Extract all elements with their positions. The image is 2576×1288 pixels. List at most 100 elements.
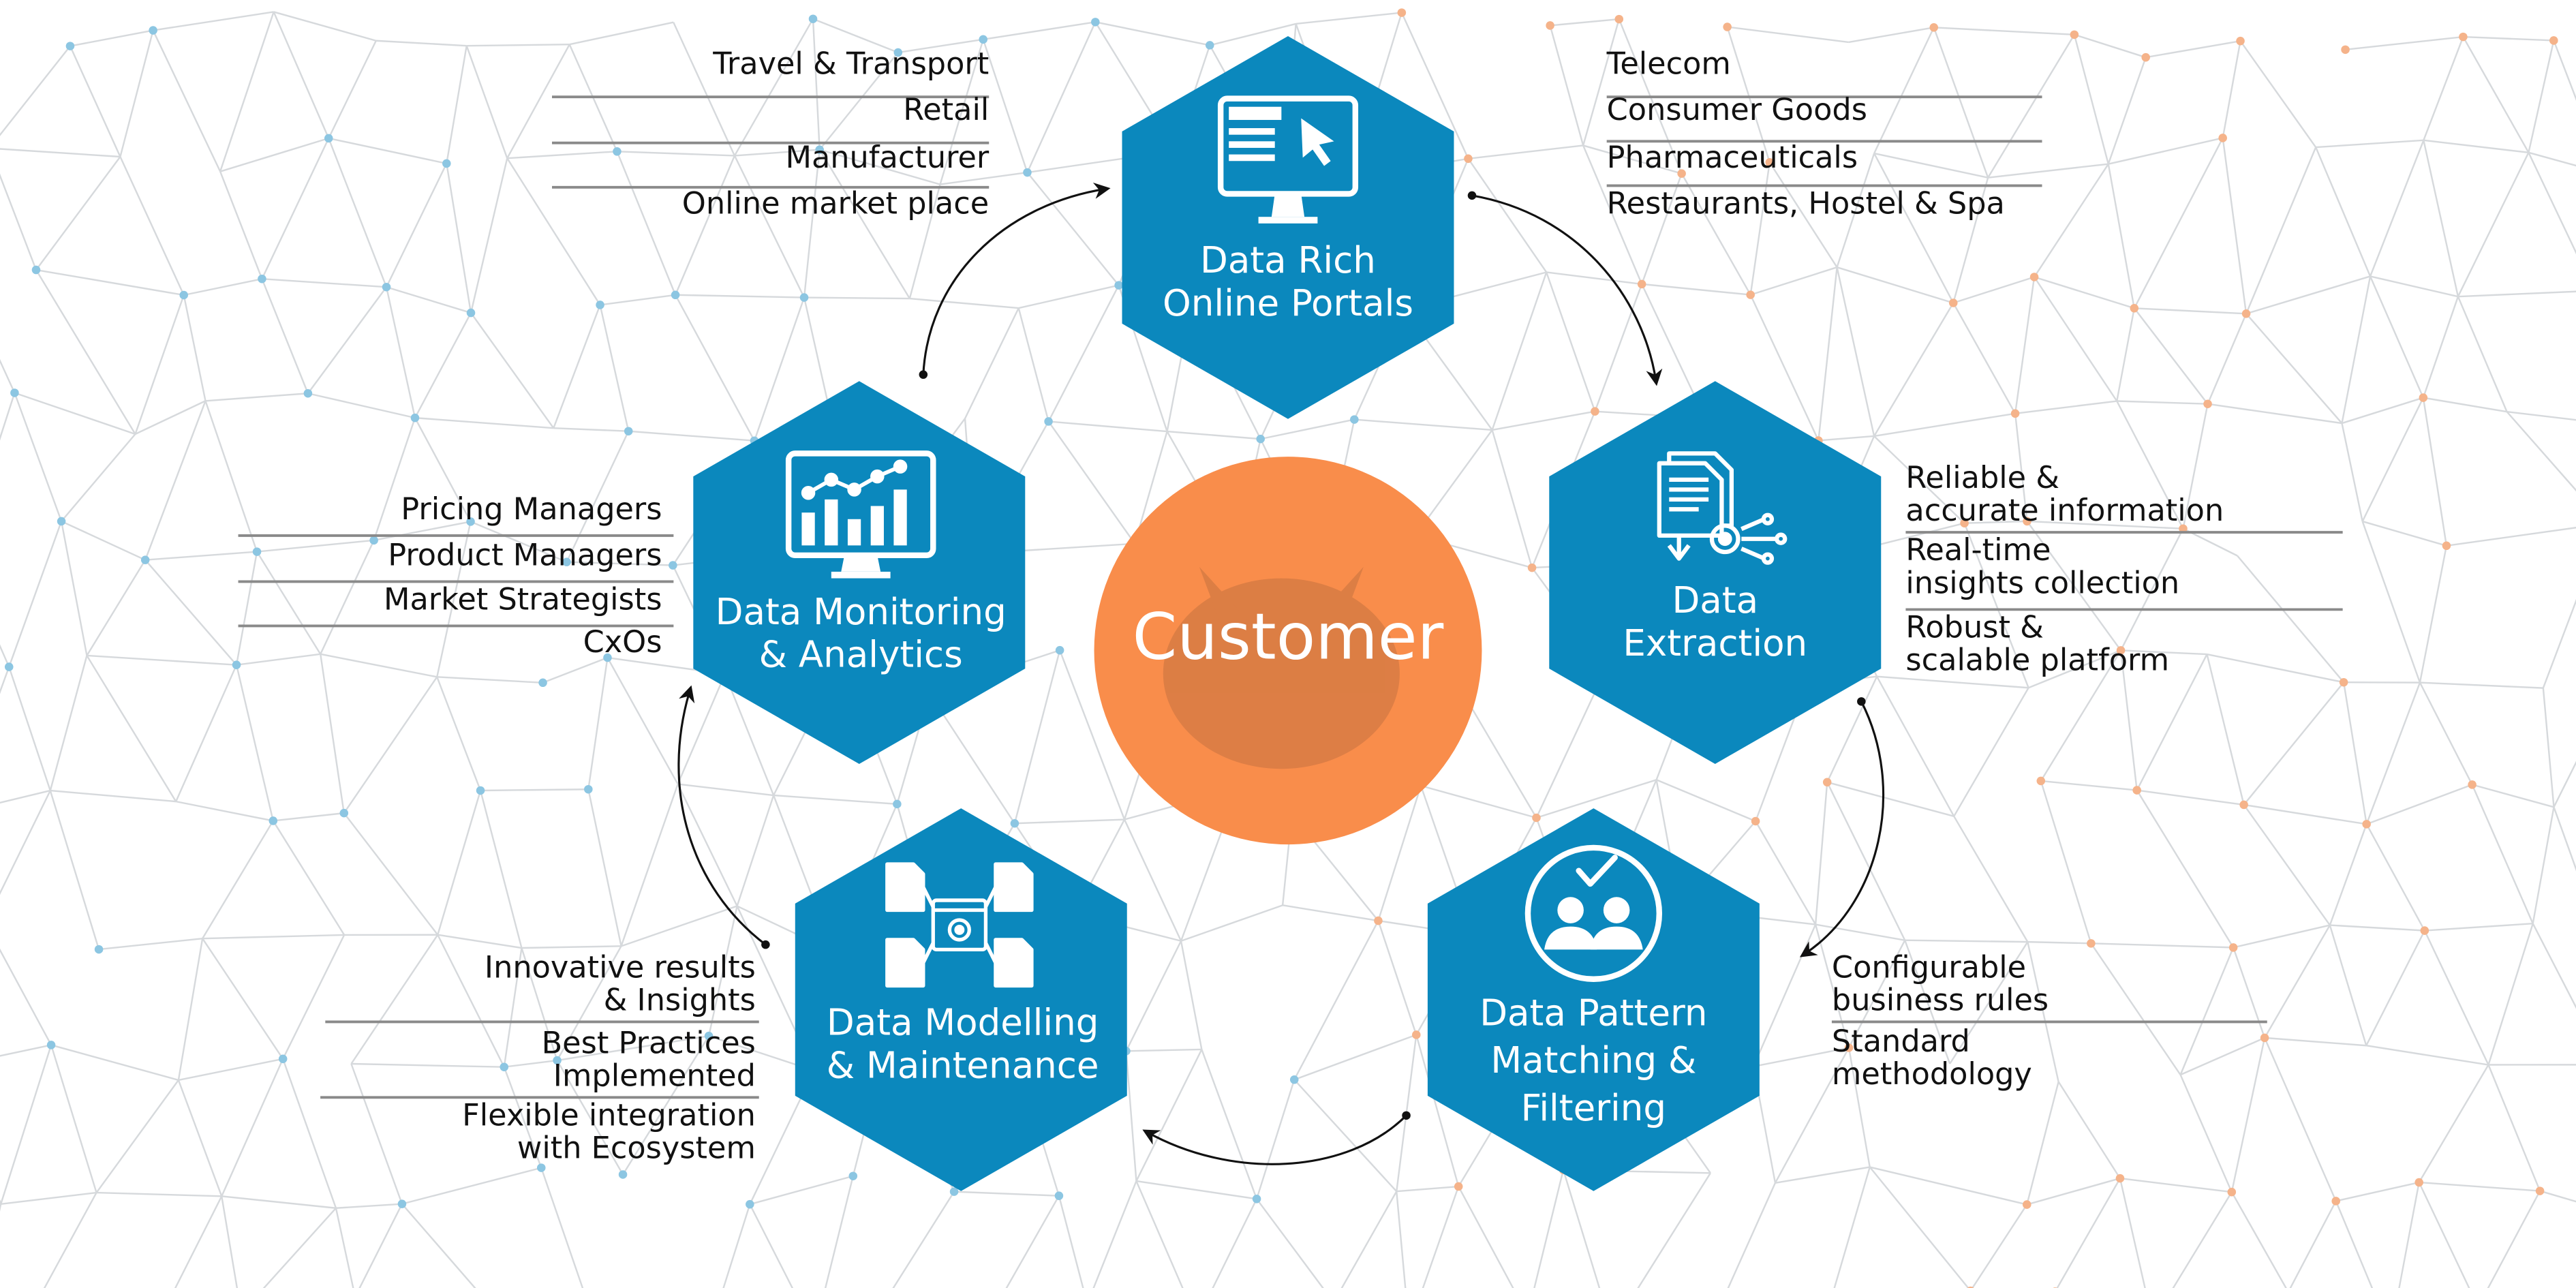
network-edge (1, 1191, 97, 1206)
network-node (2414, 1178, 2423, 1187)
network-edge (2034, 276, 2118, 402)
network-edge (553, 427, 629, 432)
network-edge (1818, 267, 1838, 441)
network-node (1967, 1286, 1974, 1288)
network-edge (0, 948, 52, 1045)
network-edge (2119, 650, 2138, 791)
arrow-modelling-to-monitoring (677, 685, 767, 946)
network-edge (1293, 1034, 1417, 1081)
network-edge (49, 790, 100, 950)
network-edge (553, 304, 601, 429)
network-edge (2419, 681, 2543, 689)
network-edge (674, 155, 736, 296)
network-edge (14, 393, 63, 522)
network-node (1114, 281, 1123, 290)
network-edge (2335, 1181, 2419, 1202)
network-node (2010, 409, 2020, 418)
network-edge (2362, 520, 2447, 547)
network-edge (0, 1045, 52, 1205)
network-edge (2222, 138, 2248, 314)
network-edge (2422, 296, 2459, 398)
network-edge (540, 1167, 584, 1288)
network-node (2239, 800, 2248, 810)
network-edge (1536, 779, 1657, 819)
network-edge (262, 278, 387, 288)
network-edge (35, 156, 121, 271)
network-edge (2180, 1037, 2265, 1076)
network-edge (153, 11, 274, 31)
network-edge (804, 296, 910, 300)
network-edge (1546, 271, 1642, 286)
network-edge (2107, 57, 2147, 165)
network-edge (236, 653, 321, 666)
network-edge (1873, 153, 1954, 304)
network-edge (1282, 904, 1379, 922)
network-edge (733, 155, 806, 298)
network-edge (675, 294, 805, 298)
network-node (808, 14, 818, 23)
network-edge (2107, 164, 2135, 309)
network-edge (2073, 34, 2109, 164)
network-edge (87, 654, 237, 666)
hexagon-data-extraction (1549, 381, 1882, 764)
network-edge (1873, 152, 1989, 179)
network-node (2228, 943, 2238, 952)
network-edge (1869, 1166, 2027, 1206)
network-edge (1933, 27, 2074, 36)
network-edge (2237, 555, 2345, 683)
network-edge (1727, 1182, 1777, 1288)
network-edge (1533, 1169, 1565, 1288)
network-node (584, 784, 593, 794)
network-edge (261, 278, 309, 394)
network-edge (2026, 1177, 2121, 1206)
network-edge (1953, 687, 2029, 817)
network-edge (566, 431, 630, 563)
network-edge (982, 39, 1028, 173)
arrow-portals-to-extraction (1471, 194, 1663, 386)
network-node (1765, 158, 1775, 167)
network-edge (2074, 33, 2147, 59)
network-edge (2056, 1178, 2121, 1288)
network-edge (183, 278, 262, 296)
network-edge (2335, 1200, 2374, 1288)
network-edge (50, 1045, 97, 1193)
network-edge (1135, 1049, 1203, 1182)
network-node (269, 816, 278, 825)
network-edge (1904, 940, 1951, 1064)
network-edge (49, 655, 88, 791)
benefit-label: Innovative results& Insights (484, 951, 756, 1019)
network-edge (219, 171, 263, 279)
network-node (624, 427, 633, 435)
network-edge (35, 269, 184, 296)
network-edge (2423, 140, 2459, 297)
network-edge (2528, 40, 2555, 153)
network-edge (273, 11, 330, 139)
industry-label: Travel & Transport (713, 47, 990, 82)
network-edge (69, 46, 121, 157)
network-edge (1018, 284, 1119, 309)
network-edge (307, 393, 416, 419)
network-edge (1727, 26, 1849, 44)
network-edge (2026, 1082, 2059, 1205)
network-node (179, 290, 188, 300)
network-edge (1550, 18, 1619, 27)
network-edge (1964, 520, 2027, 524)
network-edge (436, 521, 472, 677)
network-node (1397, 8, 1407, 17)
network-edge (2462, 36, 2530, 153)
network-edge (2206, 654, 2245, 806)
network-node (140, 555, 150, 564)
network-edge (350, 934, 439, 1064)
network-edge (273, 11, 377, 42)
network-edge (205, 393, 308, 402)
network-edge (1963, 523, 2029, 688)
monitor-cursor-icon (1217, 95, 1359, 224)
network-edge (734, 149, 820, 157)
network-edge (235, 551, 258, 665)
list-dividers (238, 95, 2343, 1099)
network-edge (1815, 923, 1905, 941)
network-edge (2463, 35, 2554, 42)
network-node (2218, 134, 2227, 142)
network-edge (1562, 1169, 1601, 1288)
